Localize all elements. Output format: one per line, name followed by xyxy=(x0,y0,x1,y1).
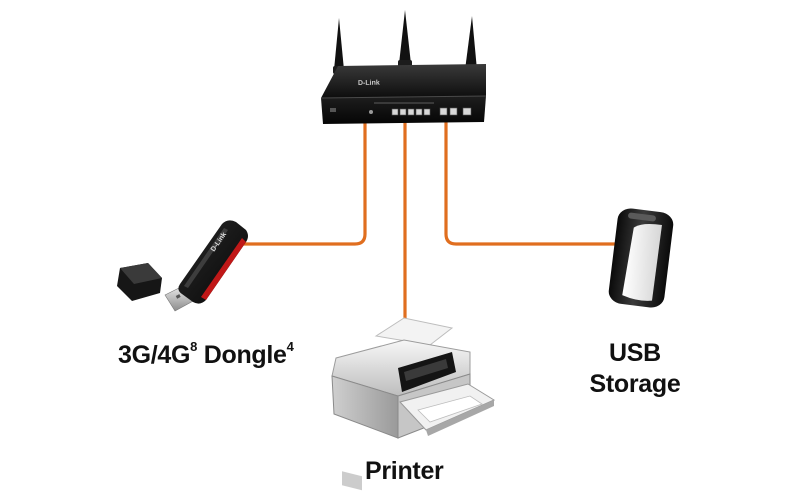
usb-storage-label: USB Storage xyxy=(588,338,682,400)
dongle-label-sup-1: 8 xyxy=(190,339,198,354)
usb-storage-icon xyxy=(608,208,674,308)
printer-label: Printer xyxy=(365,457,444,485)
dongle-label-text: 3G/4G xyxy=(118,341,191,369)
cable-router-to-dongle xyxy=(238,116,367,246)
usb-storage-label-line2: Storage xyxy=(589,370,681,398)
dongle-label: 3G/4G8 Dongle4 xyxy=(118,339,294,370)
cable-router-to-usb-storage xyxy=(444,116,622,246)
dongle-label-sup-2: 4 xyxy=(286,339,294,354)
router-icon: D-Link xyxy=(320,10,487,124)
usb-dongle-icon: D-Link xyxy=(117,220,248,312)
usb-storage-label-line1: USB xyxy=(609,339,661,367)
printer-icon xyxy=(331,317,496,491)
cables xyxy=(238,116,622,340)
router-brand: D-Link xyxy=(358,80,380,87)
dongle-label-text-2: Dongle xyxy=(197,341,287,369)
